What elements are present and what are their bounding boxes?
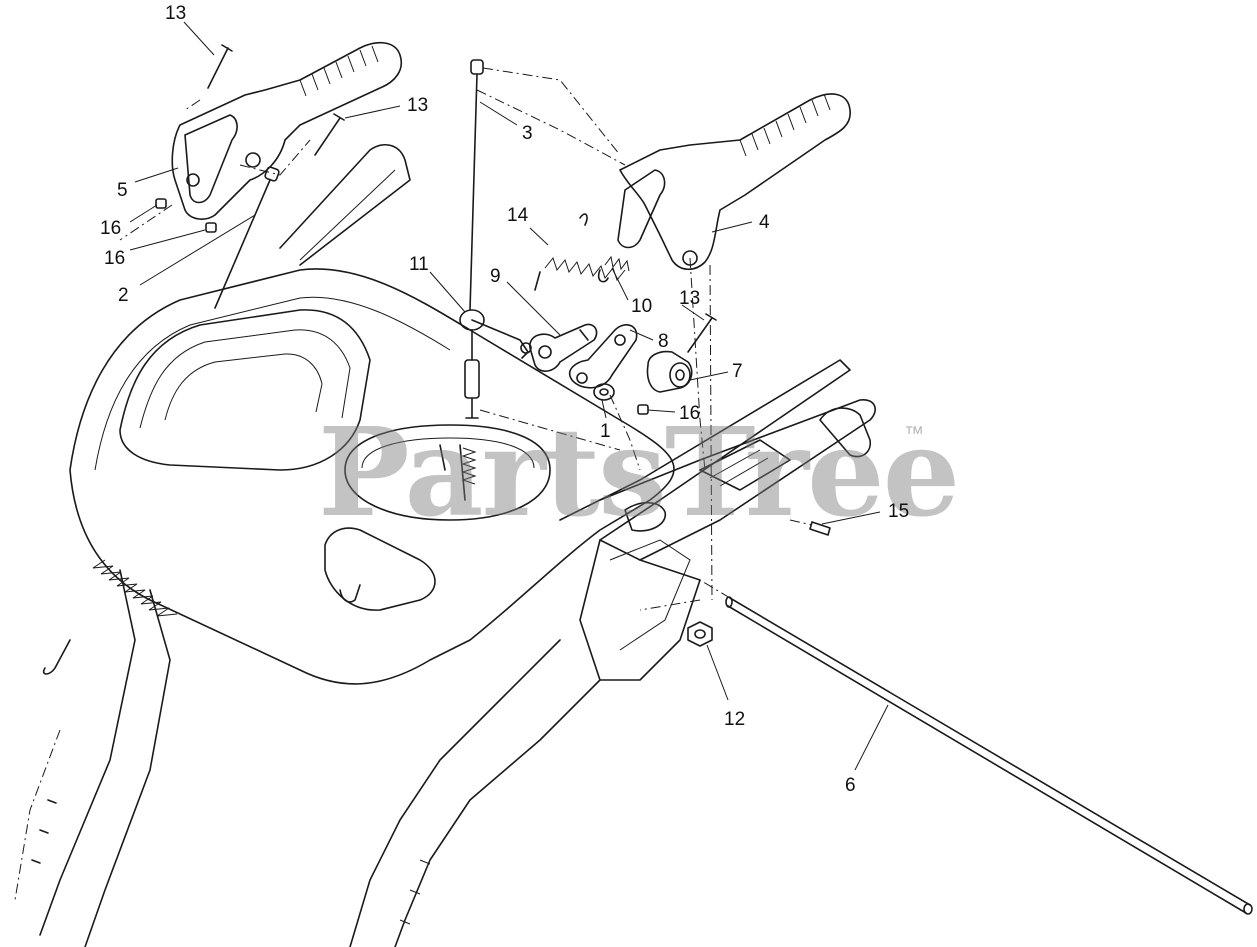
callout-11: 11 [409,254,429,275]
callout-15: 15 [888,501,909,522]
spring-14 [534,213,626,291]
callout-10: 10 [631,296,652,317]
link-9 [529,323,598,372]
callout-16-upper: 16 [100,218,121,239]
spring-10 [597,255,630,283]
construction-lines [119,67,813,611]
trademark-symbol: ™ [904,423,924,445]
callout-1: 1 [600,421,611,442]
callout-9: 9 [490,266,501,287]
nut-12 [687,621,713,647]
leader-lines [129,21,889,771]
callout-7: 7 [732,361,743,382]
pins-16 [155,198,649,415]
callout-14: 14 [507,205,529,226]
left-handle [171,41,402,220]
callout-16-right: 16 [679,403,700,424]
washer-1 [593,383,615,401]
callout-2: 2 [118,285,129,306]
callout-12: 12 [724,709,745,730]
watermark: PartsTree ™ [318,400,960,544]
frame-housing [14,144,876,947]
callout-13-left-handle: 13 [407,95,428,116]
pins-13 [207,44,717,353]
right-handle [617,93,851,271]
frame-spring [42,559,178,675]
callout-8: 8 [658,331,669,352]
callouts: 13 13 3 5 16 16 2 14 4 11 9 10 13 8 7 16… [100,3,909,796]
callout-13-right: 13 [679,288,700,309]
shaft-6 [725,596,1253,915]
bushing-7 [646,350,693,393]
adjuster-11 [459,309,532,419]
callout-13-top: 13 [165,3,186,24]
callout-6: 6 [845,775,856,796]
plate-8 [568,324,638,389]
rod-2 [214,166,280,309]
callout-5: 5 [117,180,128,201]
callout-4: 4 [759,212,770,233]
watermark-text: PartsTree [318,400,958,544]
rod-3 [469,59,484,311]
callout-16-lower: 16 [104,248,125,269]
callout-3: 3 [522,123,533,144]
pin-15 [809,521,831,536]
